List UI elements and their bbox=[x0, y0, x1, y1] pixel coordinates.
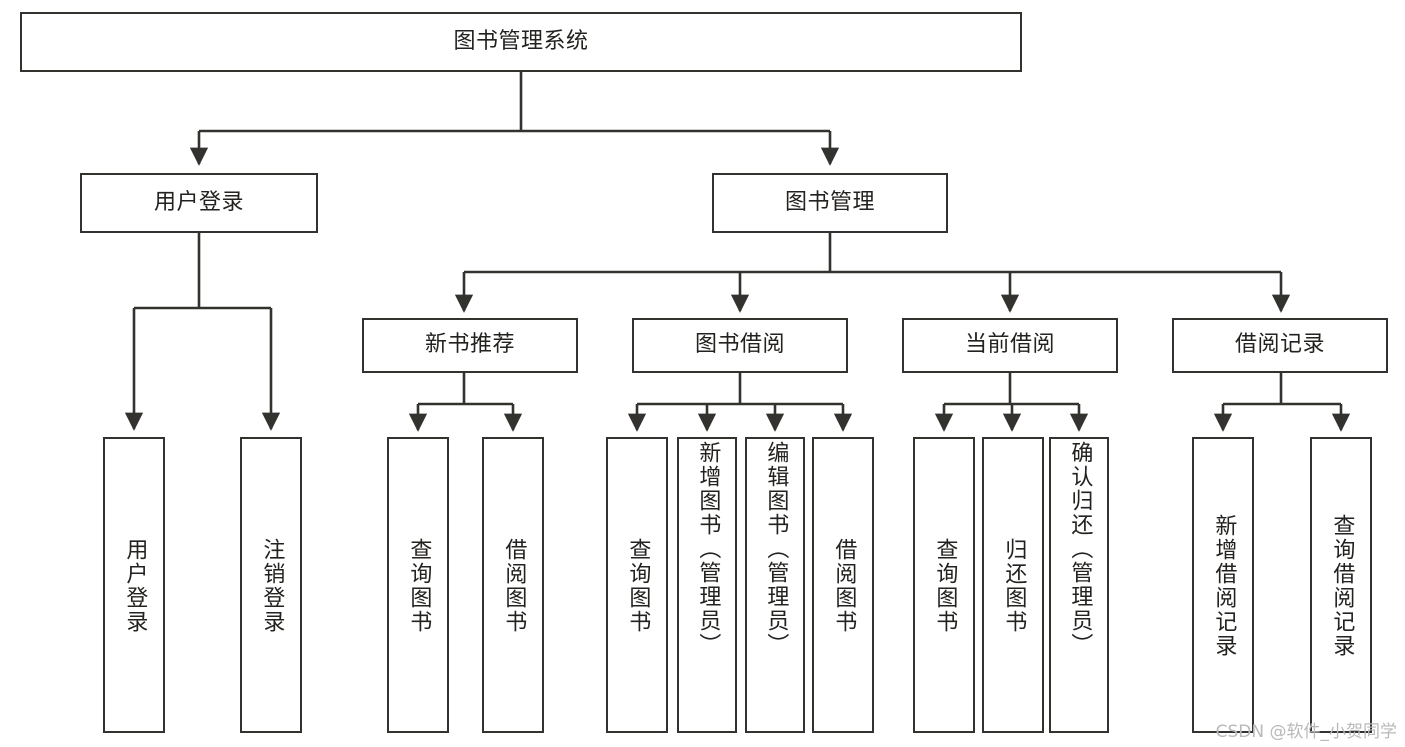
node-new-book-recommend-label: 新书推荐 bbox=[424, 332, 515, 358]
leaf-confirm-return-admin-label: 确认归还（管理员） bbox=[1067, 441, 1093, 657]
node-user-login-label: 用户登录 bbox=[153, 189, 244, 215]
leaf-return-book-label: 归还图书 bbox=[1001, 538, 1027, 634]
node-book-management[interactable]: 图书管理 bbox=[712, 173, 948, 233]
leaf-add-book-admin[interactable]: 新增图书（管理员） bbox=[677, 437, 737, 733]
node-current-borrow[interactable]: 当前借阅 bbox=[902, 318, 1118, 373]
node-borrow-records[interactable]: 借阅记录 bbox=[1172, 318, 1388, 373]
leaf-query-borrow-record[interactable]: 查询借阅记录 bbox=[1310, 437, 1372, 733]
leaf-borrow-book-borrow-label: 借阅图书 bbox=[831, 538, 857, 634]
leaf-add-borrow-record-label: 新增借阅记录 bbox=[1211, 514, 1237, 658]
leaf-return-book[interactable]: 归还图书 bbox=[982, 437, 1044, 733]
leaf-add-borrow-record[interactable]: 新增借阅记录 bbox=[1192, 437, 1254, 733]
leaf-borrow-book-newbook[interactable]: 借阅图书 bbox=[482, 437, 544, 733]
leaf-query-book-newbook[interactable]: 查询图书 bbox=[387, 437, 449, 733]
node-book-borrow-label: 图书借阅 bbox=[694, 332, 785, 358]
node-current-borrow-label: 当前借阅 bbox=[964, 332, 1055, 358]
leaf-query-book-borrow[interactable]: 查询图书 bbox=[606, 437, 668, 733]
node-borrow-records-label: 借阅记录 bbox=[1234, 332, 1325, 358]
leaf-user-login-label: 用户登录 bbox=[122, 538, 148, 634]
leaf-query-borrow-record-label: 查询借阅记录 bbox=[1329, 514, 1355, 658]
leaf-user-login[interactable]: 用户登录 bbox=[103, 437, 165, 733]
node-root-label: 图书管理系统 bbox=[453, 28, 589, 54]
leaf-logout-label: 注销登录 bbox=[259, 538, 285, 634]
leaf-edit-book-admin[interactable]: 编辑图书（管理员） bbox=[745, 437, 805, 733]
leaf-query-book-newbook-label: 查询图书 bbox=[406, 538, 432, 634]
leaf-query-book-borrow-label: 查询图书 bbox=[625, 538, 651, 634]
node-new-book-recommend[interactable]: 新书推荐 bbox=[362, 318, 578, 373]
csdn-watermark: CSDN @软件_小贺同学 bbox=[1215, 722, 1397, 742]
node-root[interactable]: 图书管理系统 bbox=[20, 12, 1022, 72]
node-book-borrow[interactable]: 图书借阅 bbox=[632, 318, 848, 373]
leaf-borrow-book-newbook-label: 借阅图书 bbox=[501, 538, 527, 634]
leaf-logout[interactable]: 注销登录 bbox=[240, 437, 302, 733]
node-user-login[interactable]: 用户登录 bbox=[80, 173, 318, 233]
leaf-edit-book-admin-label: 编辑图书（管理员） bbox=[763, 441, 789, 657]
leaf-query-book-current[interactable]: 查询图书 bbox=[913, 437, 975, 733]
leaf-add-book-admin-label: 新增图书（管理员） bbox=[695, 441, 721, 657]
leaf-confirm-return-admin[interactable]: 确认归还（管理员） bbox=[1049, 437, 1109, 733]
leaf-borrow-book-borrow[interactable]: 借阅图书 bbox=[812, 437, 874, 733]
leaf-query-book-current-label: 查询图书 bbox=[932, 538, 958, 634]
node-book-management-label: 图书管理 bbox=[784, 189, 875, 215]
